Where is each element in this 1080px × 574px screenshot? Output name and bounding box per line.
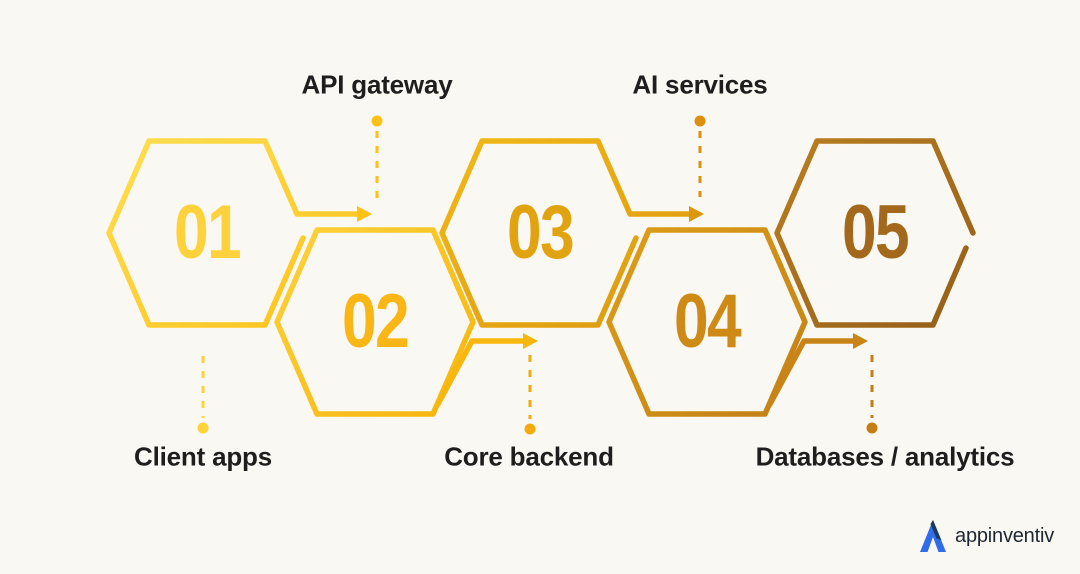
arrow-01-02-head-icon [357,206,372,222]
hexagon-02-outline [274,227,476,417]
hexagon-04-outline [606,227,808,417]
connector-client-apps-dot [197,422,209,434]
arrow-02-03-head-icon [523,333,538,349]
hexagon-05-number: 05 [841,190,910,275]
label-ai-services: AI services [632,69,768,100]
label-client-apps: Client apps [134,441,272,472]
arrow-02-03-line [435,338,531,407]
appinventiv-logo-text: appinventiv [955,525,1054,547]
appinventiv-mark-icon [920,520,947,552]
hexagon-02-number: 02 [341,279,410,364]
hexagon-01-outline [106,138,365,328]
arrow-04-05-head-icon [853,333,868,349]
connector-core-backend-dot [524,423,536,435]
connector-databases-dot [866,422,878,434]
arrow-03-04-head-icon [689,206,704,222]
label-core-backend: Core backend [444,441,614,472]
hexagon-03-number: 03 [506,190,575,275]
hexagon-05-outline [774,138,976,328]
connector-ai-services-dot [694,115,706,127]
connector-api-gateway-dot [371,115,383,127]
hexagon-04-number: 04 [673,279,742,364]
label-api-gateway: API gateway [301,69,453,100]
hexagon-03-outline [439,138,697,328]
label-databases-analytics: Databases / analytics [755,441,1015,472]
appinventiv-logo: appinventiv [919,518,1054,554]
arrow-04-05-line [767,338,861,407]
hexagon-01-number: 01 [173,190,242,275]
